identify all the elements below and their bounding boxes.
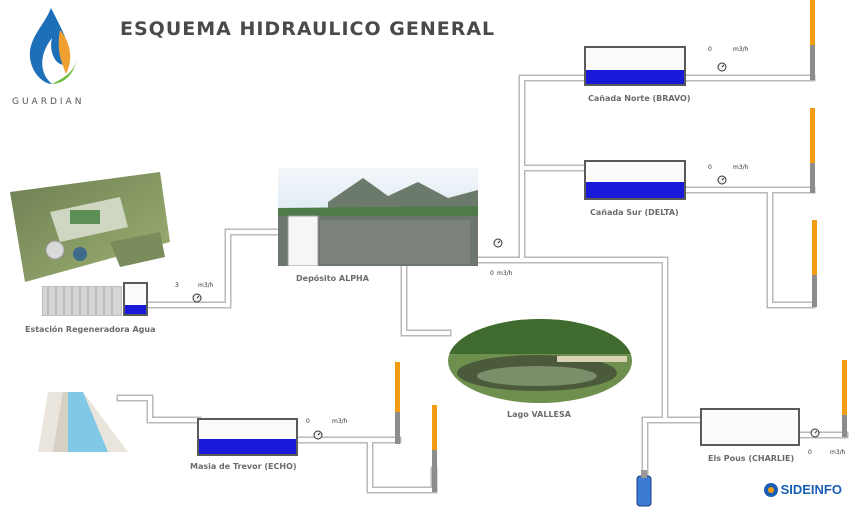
label-alpha: Depósito ALPHA — [296, 274, 369, 283]
pump-icon — [636, 470, 652, 507]
label-estacion: Estación Regeneradora Agua — [25, 325, 156, 334]
tank-bravo-level — [586, 69, 684, 84]
pole-delta-2 — [812, 220, 817, 307]
flow-echo-value: 0 — [306, 418, 310, 425]
label-bravo: Cañada Norte (BRAVO) — [588, 94, 691, 103]
flowmeter-estacion-icon[interactable] — [190, 293, 204, 303]
alpha-image — [278, 168, 478, 266]
flow-delta-value: 0 — [708, 164, 712, 171]
tank-bravo[interactable] — [584, 46, 686, 86]
flowmeter-echo-icon[interactable] — [311, 430, 325, 440]
tank-delta[interactable] — [584, 160, 686, 200]
sideinfo-logo-text: SIDEINFO — [780, 482, 842, 497]
flowmeter-charlie-icon[interactable] — [808, 428, 822, 438]
flowmeter-delta-icon[interactable] — [715, 175, 729, 185]
flow-echo-unit: m3/h — [332, 418, 348, 425]
building-icon — [42, 286, 122, 316]
tank-estacion[interactable] — [123, 282, 148, 316]
flow-bravo-unit: m3/h — [733, 46, 749, 53]
pole-charlie — [842, 360, 847, 437]
guardian-logo-icon — [29, 8, 76, 84]
pole-echo-2 — [432, 405, 437, 492]
tank-echo[interactable] — [197, 418, 298, 456]
label-charlie: Els Pous (CHARLIE) — [708, 454, 795, 463]
flow-alpha-unit: m3/h — [497, 270, 513, 277]
pole-echo-1 — [395, 362, 400, 444]
flow-delta-unit: m3/h — [733, 164, 749, 171]
brand-name: GUARDIAN — [12, 97, 85, 107]
label-delta: Cañada Sur (DELTA) — [590, 208, 679, 217]
label-echo: Masia de Trevor (ECHO) — [190, 462, 297, 471]
flowmeter-bravo-icon[interactable] — [715, 62, 729, 72]
flow-bravo-value: 0 — [708, 46, 712, 53]
pole-bravo — [810, 0, 815, 80]
flow-alpha-value: 0 — [490, 270, 494, 277]
flow-charlie-value: 0 — [808, 449, 812, 456]
flow-charlie-unit: m3/h — [830, 449, 846, 456]
lago-image — [448, 319, 632, 403]
sideinfo-logo-icon — [764, 483, 778, 497]
tank-estacion-level — [125, 305, 146, 314]
page-title: ESQUEMA HIDRAULICO GENERAL — [120, 18, 496, 40]
label-lago: Lago VALLESA — [507, 410, 571, 419]
pole-delta — [810, 108, 815, 193]
flow-estacion-unit: m3/h — [198, 282, 214, 289]
tank-delta-level — [586, 181, 684, 198]
tank-echo-level — [199, 438, 296, 454]
flow-estacion-value: 3 — [175, 282, 179, 289]
estacion-aerial-image — [10, 172, 170, 282]
flowmeter-alpha-icon[interactable] — [491, 238, 505, 248]
tank-charlie[interactable] — [700, 408, 800, 446]
canal-image — [38, 392, 128, 452]
